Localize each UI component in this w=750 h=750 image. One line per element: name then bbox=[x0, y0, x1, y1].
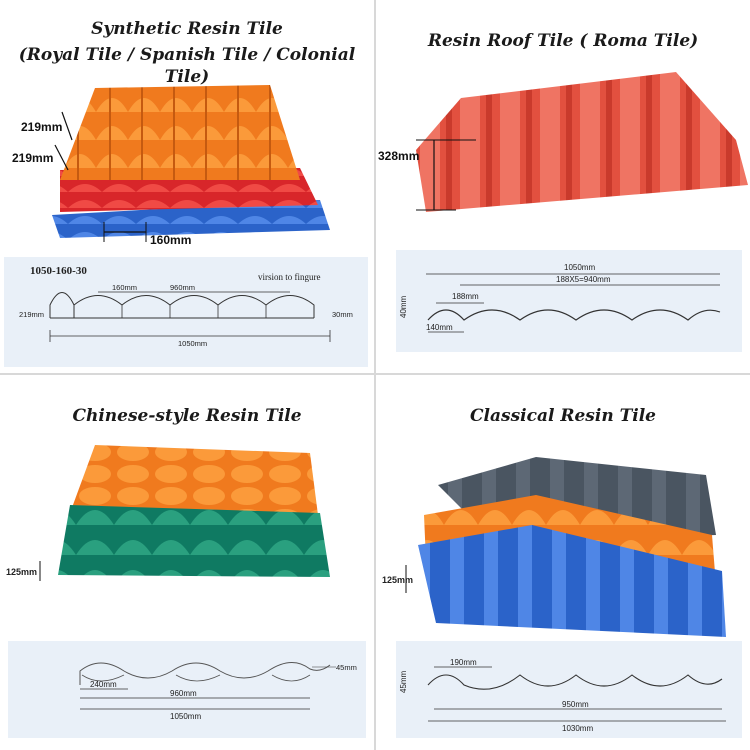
dim-45: 45mm bbox=[336, 663, 357, 672]
drawing-code: 1050-160-30 bbox=[30, 265, 87, 277]
dim-30: 30mm bbox=[332, 310, 353, 319]
height-label-1: 219mm bbox=[21, 120, 62, 134]
panel-classical-tile: Classical Resin Tile 125mm 190mm 45m bbox=[376, 375, 750, 748]
dim-960: 960mm bbox=[170, 689, 197, 698]
height-label: 125mm bbox=[6, 567, 37, 577]
divider-horizontal bbox=[0, 373, 750, 375]
dim-240: 240mm bbox=[90, 680, 117, 689]
panel-chinese-style-tile: Chinese-style Resin Tile 125mm 45mm 240m… bbox=[0, 375, 374, 748]
orange-tile-layer bbox=[70, 445, 318, 515]
dim-188: 188mm bbox=[452, 292, 479, 301]
tile-photo-stack: 219mm 219mm 160mm bbox=[12, 85, 330, 247]
technical-drawing: 45mm 240mm 960mm 1050mm bbox=[8, 641, 366, 738]
panel-subtitle: (Royal Tile / Spanish Tile / Colonial Ti… bbox=[18, 45, 356, 87]
dim-1050: 1050mm bbox=[178, 339, 207, 348]
technical-drawing: 190mm 45mm 950mm 1030mm bbox=[396, 641, 742, 738]
tile-photo-chinese: 125mm bbox=[6, 445, 330, 581]
panel-title: Classical Resin Tile bbox=[470, 406, 656, 426]
dim-960: 960mm bbox=[170, 283, 195, 292]
height-label-2: 219mm bbox=[12, 151, 53, 165]
dim-45: 45mm bbox=[399, 670, 408, 693]
tile-photo-roma: 328mm bbox=[378, 72, 748, 212]
drawing-note: virsion to fingure bbox=[258, 272, 321, 282]
tile-photo-classical: 125mm bbox=[382, 457, 726, 637]
dim-190: 190mm bbox=[450, 658, 477, 667]
blue-tile-layer bbox=[52, 200, 330, 238]
blue-tile-layer bbox=[418, 525, 726, 637]
panel-title: Resin Roof Tile ( Roma Tile) bbox=[427, 31, 699, 51]
height-label: 328mm bbox=[378, 149, 419, 163]
height-label: 125mm bbox=[382, 575, 413, 585]
dim-1050: 1050mm bbox=[564, 263, 595, 272]
panel-title: Synthetic Resin Tile bbox=[91, 19, 283, 39]
dim-1030: 1030mm bbox=[562, 724, 593, 733]
width-label: 160mm bbox=[150, 233, 191, 247]
green-tile-layer bbox=[58, 505, 330, 577]
dim-219: 219mm bbox=[19, 310, 44, 319]
dim-40: 40mm bbox=[399, 295, 408, 318]
technical-drawing: 1050mm 188X5=940mm 188mm 40mm 140mm bbox=[396, 250, 742, 352]
dim-188x5: 188X5=940mm bbox=[556, 275, 611, 284]
dim-160: 160mm bbox=[112, 283, 137, 292]
technical-drawing: 1050-160-30 virsion to fingure 160mm 960… bbox=[4, 257, 368, 367]
dim-1050: 1050mm bbox=[170, 712, 201, 721]
dim-140: 140mm bbox=[426, 323, 453, 332]
divider-vertical bbox=[374, 0, 376, 750]
orange-tile-layer bbox=[60, 85, 300, 180]
dim-950: 950mm bbox=[562, 700, 589, 709]
panel-title: Chinese-style Resin Tile bbox=[72, 406, 302, 426]
panel-synthetic-resin-tile: Synthetic Resin Tile (Royal Tile / Spani… bbox=[0, 0, 374, 373]
panel-roma-tile: Resin Roof Tile ( Roma Tile) 328mm 1050m… bbox=[376, 0, 750, 373]
roma-tile bbox=[416, 72, 748, 212]
